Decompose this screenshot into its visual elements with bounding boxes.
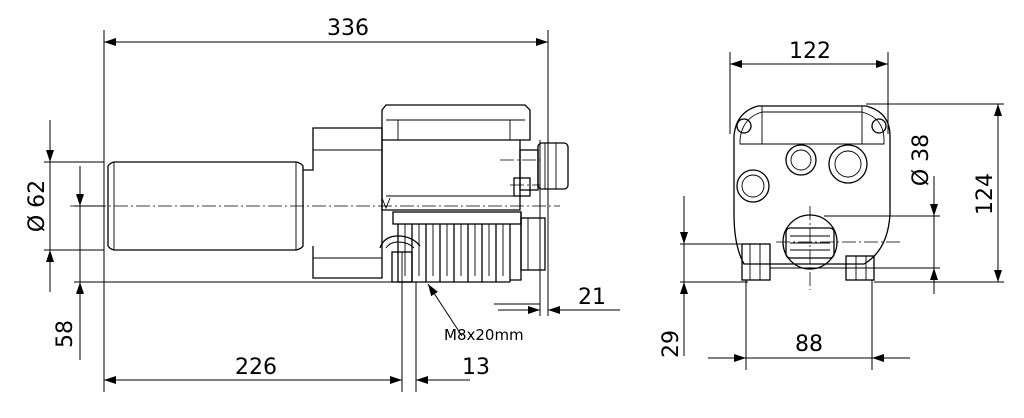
dim-124-label: 124 [973,173,998,215]
thread-callout: M8x20mm [427,283,524,344]
dim-diameter-38: Ø 38 [909,134,938,294]
front-extension-lines [680,52,1004,370]
dim-21-label: 21 [578,285,606,310]
front-feet [741,243,875,281]
front-housing [733,105,891,265]
dim-29: 29 [659,196,688,358]
dim-122-label: 122 [789,39,831,64]
front-view: 122 Ø 38 124 29 88 [659,39,1004,370]
dim-122: 122 [730,39,888,68]
dim-21: 21 [498,285,620,314]
motor-box [381,104,531,211]
dim-diameter-62-label: Ø 62 [25,180,50,232]
front-connectors [736,144,868,203]
thread-callout-label: M8x20mm [444,326,524,344]
extension-lines [44,30,549,392]
heating-fins [379,211,546,283]
dim-88-label: 88 [795,332,823,357]
dim-diameter-38-label: Ø 38 [909,134,934,186]
main-body [303,127,383,279]
dim-13-label: 13 [462,355,490,380]
cable-gland [513,142,569,197]
dim-58-label: 58 [53,320,78,348]
dim-124: 124 [973,104,1002,282]
dim-336: 336 [104,16,548,46]
dim-13: 13 [416,355,490,384]
dim-88: 88 [708,332,910,362]
side-view: 336 Ø 62 58 226 13 [25,16,620,392]
dim-diameter-62: Ø 62 [25,120,54,292]
dim-226-label: 226 [235,355,277,380]
dim-336-label: 336 [327,16,369,41]
dim-58: 58 [53,166,84,360]
dim-29-label: 29 [659,330,684,358]
dim-226: 226 [104,355,402,384]
